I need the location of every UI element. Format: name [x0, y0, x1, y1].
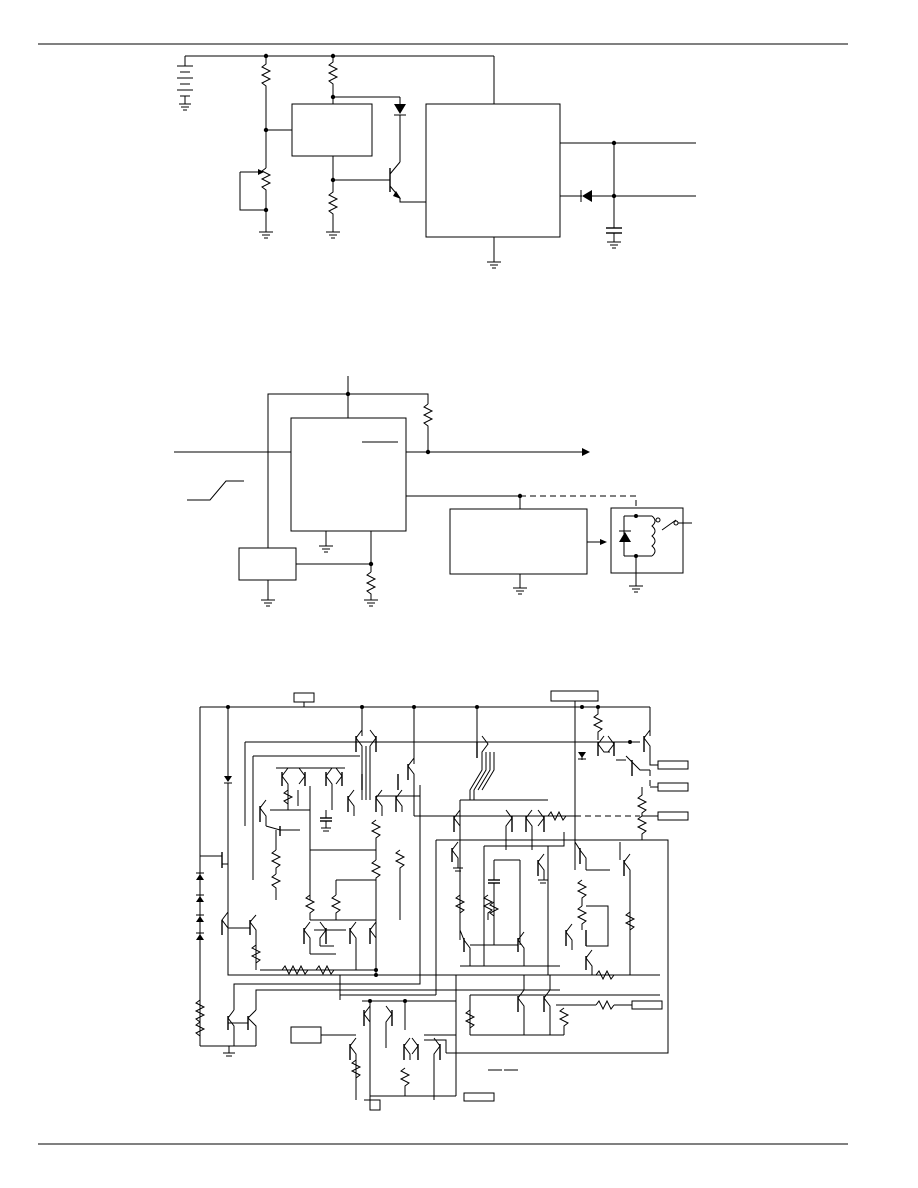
diode-symbol [578, 752, 586, 760]
resistor [370, 819, 382, 860]
resistor [636, 787, 648, 816]
resistor [270, 849, 282, 874]
figure-1 [177, 53, 696, 269]
resistor [595, 999, 615, 1011]
output-arrow [582, 448, 590, 456]
resistor [399, 1067, 411, 1096]
ground-symbol [261, 599, 275, 607]
relay-coil [651, 515, 656, 557]
sensor-block [238, 547, 297, 581]
ground-symbol [487, 261, 501, 269]
resistor [576, 905, 588, 930]
npn-transistor [389, 160, 426, 203]
pin-box [657, 760, 689, 770]
resistor [195, 1021, 206, 1037]
capacitor-symbol [320, 817, 332, 832]
diode-symbol [580, 190, 592, 202]
transistor-array [303, 870, 377, 970]
resistor [370, 859, 382, 900]
relay-driver-block [449, 508, 588, 575]
battery-symbol [177, 56, 193, 111]
transistor-array [435, 707, 640, 940]
resistor [592, 707, 604, 740]
resistor [595, 969, 615, 981]
regulator-block [291, 103, 373, 157]
transistor-array [259, 767, 343, 870]
ground-symbol [607, 241, 621, 249]
resistor [330, 894, 342, 920]
resistor [464, 1009, 476, 1035]
pin-box [631, 1000, 663, 1010]
resistor [250, 944, 262, 964]
resistor [327, 180, 339, 232]
transistor-array [347, 707, 575, 817]
resistor [304, 894, 316, 920]
ground-symbol [513, 587, 527, 595]
potentiometer [260, 167, 272, 232]
resistor [327, 56, 339, 104]
ground-symbol [326, 231, 340, 239]
pin-box [293, 692, 315, 703]
ic-block [290, 417, 407, 532]
pin-box [463, 1092, 495, 1102]
resistor [194, 999, 206, 1030]
pin-box [657, 811, 689, 821]
pin-box [550, 690, 599, 702]
resistor [365, 571, 377, 600]
controller-block [425, 103, 561, 238]
resistor [422, 403, 434, 452]
figure-3 [194, 690, 689, 1111]
pin-box [657, 782, 689, 792]
flyback-diode [619, 530, 631, 542]
resistor [489, 901, 500, 917]
resistor [394, 849, 406, 920]
ramp-waveform [187, 480, 244, 501]
resistor [624, 911, 636, 936]
resistor [558, 1007, 570, 1035]
capacitor-symbol [606, 227, 622, 242]
capacitor-symbol [488, 879, 500, 884]
figure-2 [174, 376, 692, 607]
resistor [576, 879, 588, 906]
resistor [271, 873, 282, 900]
resistor [350, 1059, 362, 1090]
resistor [454, 894, 466, 920]
ground-symbol [259, 231, 273, 239]
resistor [260, 56, 272, 130]
resistor [547, 810, 567, 822]
zener-stack [196, 872, 204, 940]
diode-symbol [394, 97, 406, 160]
resistor [482, 894, 494, 920]
resistor [283, 789, 294, 805]
ground-symbol [319, 545, 333, 553]
pin-box [290, 1026, 322, 1044]
ground-symbol [629, 585, 643, 593]
ground-symbol [223, 1052, 235, 1057]
ground-symbol [364, 599, 378, 607]
resistor [636, 815, 648, 840]
